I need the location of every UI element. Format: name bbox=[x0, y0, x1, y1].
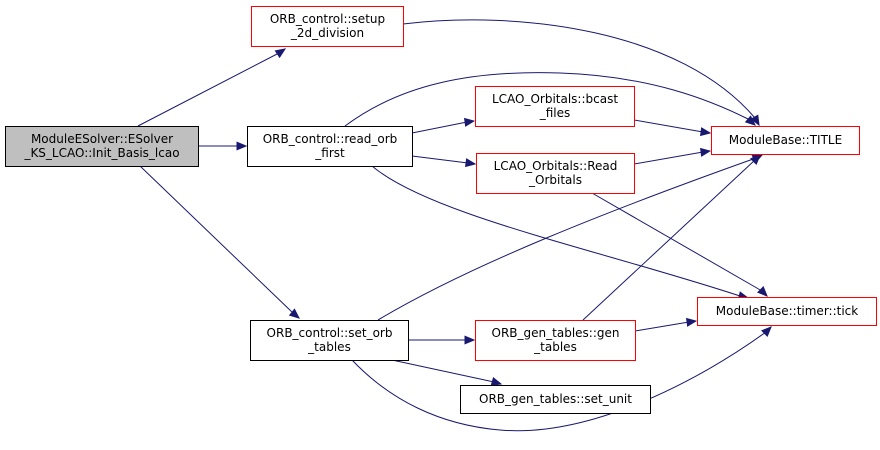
node-box bbox=[475, 320, 636, 361]
edge-line bbox=[137, 52, 280, 127]
edge-root-to-setorb bbox=[139, 165, 300, 319]
edge-line bbox=[634, 321, 690, 332]
node-box bbox=[247, 126, 413, 167]
edge-line bbox=[344, 72, 749, 127]
node-box bbox=[460, 385, 651, 414]
edge-line bbox=[139, 165, 294, 314]
edge-tail bbox=[278, 48, 286, 54]
node-box bbox=[250, 320, 409, 361]
edge-line bbox=[351, 331, 767, 432]
node-label-line: _Orbitals bbox=[528, 173, 582, 187]
edge-gentables-to-tick bbox=[634, 317, 698, 332]
node-bcast[interactable]: LCAO_Orbitals::bcast_files bbox=[475, 86, 635, 127]
node-label-line: ModuleESolver::ESolver bbox=[31, 132, 173, 146]
edge-tail bbox=[702, 150, 711, 153]
edge-tail bbox=[754, 117, 760, 126]
node-label-line: _tables bbox=[533, 340, 577, 354]
edges-layer bbox=[137, 19, 772, 432]
node-label-line: ORB_control::set_orb bbox=[267, 326, 393, 340]
node-label-line: ORB_control::read_orb bbox=[263, 132, 398, 146]
node-setunit[interactable]: ORB_gen_tables::set_unit bbox=[460, 385, 651, 414]
node-label-line: LCAO_Orbitals::bcast bbox=[492, 92, 618, 106]
edge-tail bbox=[754, 154, 761, 161]
node-box bbox=[476, 153, 635, 194]
edge-readorb-to-title bbox=[344, 72, 756, 127]
edge-line bbox=[371, 165, 741, 297]
edge-setorb-to-gentables bbox=[408, 335, 476, 345]
edge-line bbox=[377, 157, 757, 321]
node-label-line: ORB_gen_tables::set_unit bbox=[479, 392, 632, 406]
arrow-head bbox=[686, 317, 698, 327]
arrow-head bbox=[464, 117, 476, 127]
node-readorbitals[interactable]: LCAO_Orbitals::Read_Orbitals bbox=[476, 153, 635, 194]
node-label-line: LCAO_Orbitals::Read bbox=[494, 159, 618, 173]
edge-line bbox=[391, 359, 495, 383]
arrow-head bbox=[465, 158, 477, 168]
arrow-head bbox=[700, 147, 712, 157]
node-box bbox=[711, 126, 860, 155]
edge-tail bbox=[292, 312, 300, 319]
node-box bbox=[475, 86, 635, 127]
node-label-line: _first bbox=[314, 146, 345, 160]
edge-tail bbox=[761, 290, 768, 297]
node-box bbox=[697, 297, 877, 326]
node-tick[interactable]: ModuleBase::timer::tick bbox=[697, 297, 877, 326]
edge-gentables-to-title bbox=[582, 154, 761, 321]
node-label-line: ModuleBase::TITLE bbox=[729, 133, 842, 147]
edge-readorbitals-to-title bbox=[633, 147, 712, 165]
node-title[interactable]: ModuleBase::TITLE bbox=[711, 126, 860, 155]
edge-readorb-to-bcast bbox=[411, 117, 476, 134]
node-setup2d[interactable]: ORB_control::setup_2d_division bbox=[251, 6, 404, 47]
edge-tail bbox=[466, 120, 475, 123]
arrow-head bbox=[700, 127, 712, 137]
edge-root-to-setup2d bbox=[137, 48, 287, 127]
edge-bcast-to-title bbox=[633, 119, 712, 137]
edge-setup2d-to-title bbox=[402, 19, 760, 127]
edge-readorbitals-to-tick bbox=[591, 192, 768, 297]
node-label-line: _KS_LCAO::Init_Basis_lcao bbox=[23, 146, 179, 160]
edge-line bbox=[582, 159, 756, 321]
edge-line bbox=[633, 119, 704, 133]
edge-readorb-to-readorbitals bbox=[411, 155, 477, 168]
node-label-line: ModuleBase::timer::tick bbox=[716, 304, 858, 318]
node-gentables[interactable]: ORB_gen_tables::gen_tables bbox=[475, 320, 636, 361]
node-label-line: _tables bbox=[307, 340, 351, 354]
node-label-line: _files bbox=[539, 106, 571, 120]
edge-line bbox=[411, 155, 469, 164]
node-label-line: _2d_division bbox=[290, 26, 364, 40]
edge-line bbox=[411, 121, 468, 134]
edge-tail bbox=[467, 162, 476, 165]
node-root[interactable]: ModuleESolver::ESolver_KS_LCAO::Init_Bas… bbox=[5, 126, 199, 167]
edge-line bbox=[402, 19, 756, 119]
edge-setorb-to-tick bbox=[351, 326, 772, 432]
node-box bbox=[251, 6, 404, 47]
edge-tail bbox=[702, 131, 711, 134]
edge-tail bbox=[688, 320, 697, 323]
node-label-line: ORB_control::setup bbox=[270, 12, 385, 26]
edge-line bbox=[591, 192, 763, 292]
edge-line bbox=[633, 151, 704, 165]
edge-setorb-to-setunit bbox=[391, 359, 503, 386]
edge-tail bbox=[765, 326, 772, 333]
node-label-line: ORB_gen_tables::gen bbox=[492, 326, 620, 340]
edge-root-to-readorb bbox=[198, 141, 248, 151]
node-setorb[interactable]: ORB_control::set_orb_tables bbox=[250, 320, 409, 361]
edge-tail bbox=[493, 381, 502, 385]
node-box bbox=[5, 126, 199, 167]
edge-tail bbox=[747, 118, 756, 126]
node-readorb[interactable]: ORB_control::read_orb_first bbox=[247, 126, 413, 167]
nodes-layer: ModuleESolver::ESolver_KS_LCAO::Init_Bas… bbox=[5, 6, 877, 414]
arrow-head bbox=[490, 377, 503, 386]
